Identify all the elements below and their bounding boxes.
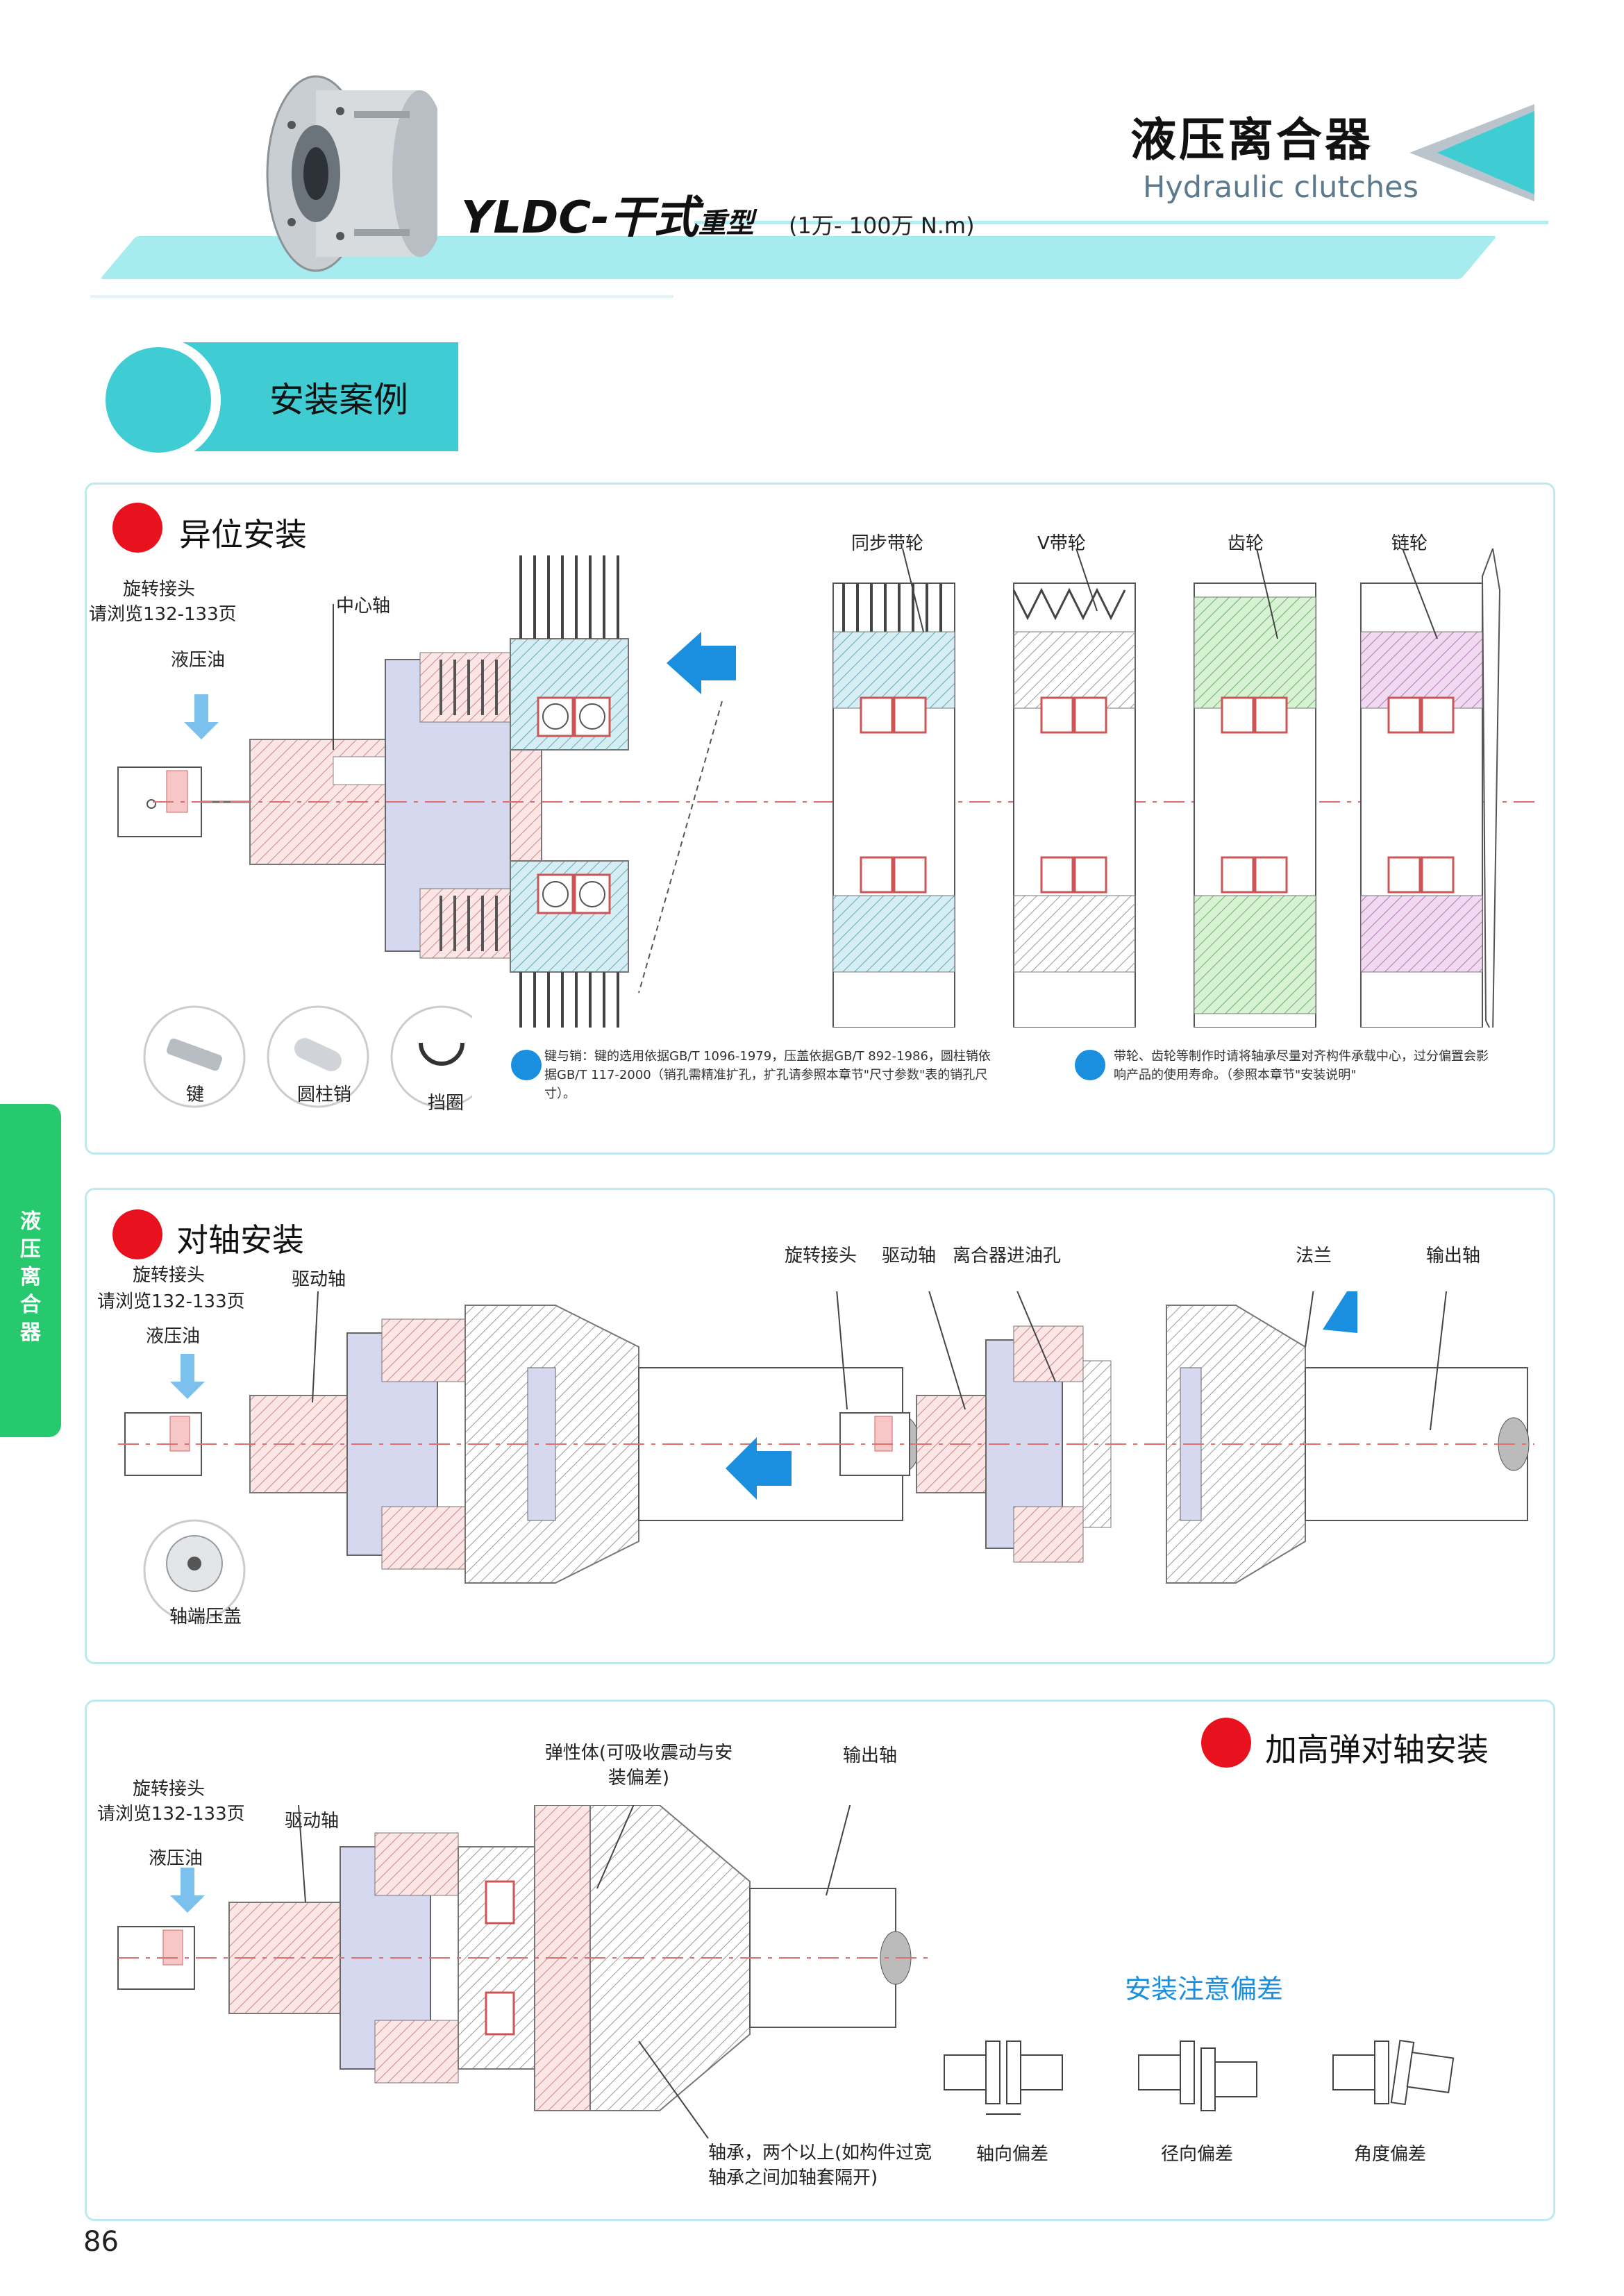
right-rotary-joint-label: 旋转接头 <box>785 1246 857 1266</box>
panel1-title: 异位安装 <box>179 516 307 553</box>
angular-deviation-label: 角度偏差 <box>1354 2144 1427 2165</box>
hydraulic-oil-label: 液压油 <box>146 1326 201 1347</box>
flange-label: 法兰 <box>1296 1246 1332 1266</box>
part-key-label: 键 <box>186 1084 205 1105</box>
output-shaft-label: 输出轴 <box>1426 1246 1481 1266</box>
red-dot-icon <box>112 503 162 553</box>
end-cap-callout <box>143 1519 246 1622</box>
coaxial-install-drawing <box>111 1291 1534 1584</box>
page-number: 86 <box>83 2226 119 2258</box>
output-shaft-label: 输出轴 <box>843 1745 898 1766</box>
model-name: YLDC-干式重型 <box>461 192 754 244</box>
product-photo <box>266 75 437 272</box>
bearing-label-2: 轴承之间加轴套隔开) <box>708 2168 878 2188</box>
page-title: 液压离合器 <box>1130 113 1373 167</box>
section-title: 安装案例 <box>269 380 408 420</box>
rotary-joint-label: 旋转接头 <box>132 1265 205 1286</box>
part-pin-label: 圆柱销 <box>297 1084 352 1105</box>
right-drive-shaft-label: 驱动轴 <box>882 1246 937 1266</box>
pulley-label-sprocket: 链轮 <box>1391 533 1428 554</box>
section-circle-inner <box>106 347 211 453</box>
hydraulic-oil-label: 液压油 <box>149 1848 203 1869</box>
side-tab[interactable] <box>0 1104 61 1437</box>
radial-deviation-label: 径向偏差 <box>1161 2144 1234 2165</box>
header-underline <box>90 295 673 298</box>
pulley-label-synchronous: 同步带轮 <box>851 533 924 554</box>
see-pages-label: 请浏览132-133页 <box>89 604 237 625</box>
info-dot-icon <box>511 1050 542 1080</box>
panel3-title: 加高弹对轴安装 <box>1265 1731 1489 1768</box>
note-key-pin: 键与销：键的选用依据GB/T 1096-1979，压盖依据GB/T 892-19… <box>544 1049 991 1101</box>
drive-shaft-label: 驱动轴 <box>285 1811 340 1832</box>
info-dot-icon <box>1075 1050 1105 1080</box>
red-dot-icon <box>1201 1718 1251 1768</box>
axial-deviation-label: 轴向偏差 <box>976 2144 1049 2165</box>
see-pages-label: 请浏览132-133页 <box>97 1804 245 1825</box>
rotary-joint-label: 旋转接头 <box>132 1779 205 1800</box>
bearing-label-1: 轴承，两个以上(如构件过宽 <box>708 2143 932 2163</box>
red-dot-icon <box>112 1209 162 1259</box>
pulley-label-v: V带轮 <box>1037 533 1086 554</box>
parts-callouts <box>143 1005 472 1108</box>
panel2-title: 对轴安装 <box>176 1221 304 1259</box>
torque-range: (1万- 100万 N.m) <box>789 212 975 239</box>
end-cap-label: 轴端压盖 <box>169 1607 242 1627</box>
hydraulic-oil-label: 液压油 <box>171 650 226 671</box>
side-tab-label: 液压离合器 <box>20 1209 41 1345</box>
triangle-arrow-icon <box>1409 104 1534 201</box>
page-subtitle: Hydraulic clutches <box>1143 170 1419 205</box>
center-shaft-label: 中心轴 <box>336 596 391 617</box>
deviation-title: 安装注意偏差 <box>1125 1974 1284 2004</box>
note-bearing-alignment: 带轮、齿轮等制作时请将轴承尽量对齐构件承载中心，过分偏置会影响产品的使用寿命。（… <box>1114 1049 1489 1082</box>
see-pages-label: 请浏览132-133页 <box>97 1291 245 1312</box>
oil-inlet-label: 离合器进油孔 <box>953 1246 1062 1266</box>
header-accent-line <box>694 221 1548 224</box>
raised-coaxial-drawing <box>117 1805 930 2139</box>
drive-shaft-label: 驱动轴 <box>292 1269 346 1290</box>
elastomer-label-1: 弹性体(可吸收震动与安 <box>544 1743 733 1763</box>
elastomer-label-2: 装偏差) <box>608 1768 670 1788</box>
rotary-joint-label: 旋转接头 <box>122 579 195 600</box>
part-ring-label: 挡圈 <box>428 1093 464 1114</box>
deviation-diagrams <box>944 2039 1455 2115</box>
offset-install-drawing <box>117 548 1534 1028</box>
